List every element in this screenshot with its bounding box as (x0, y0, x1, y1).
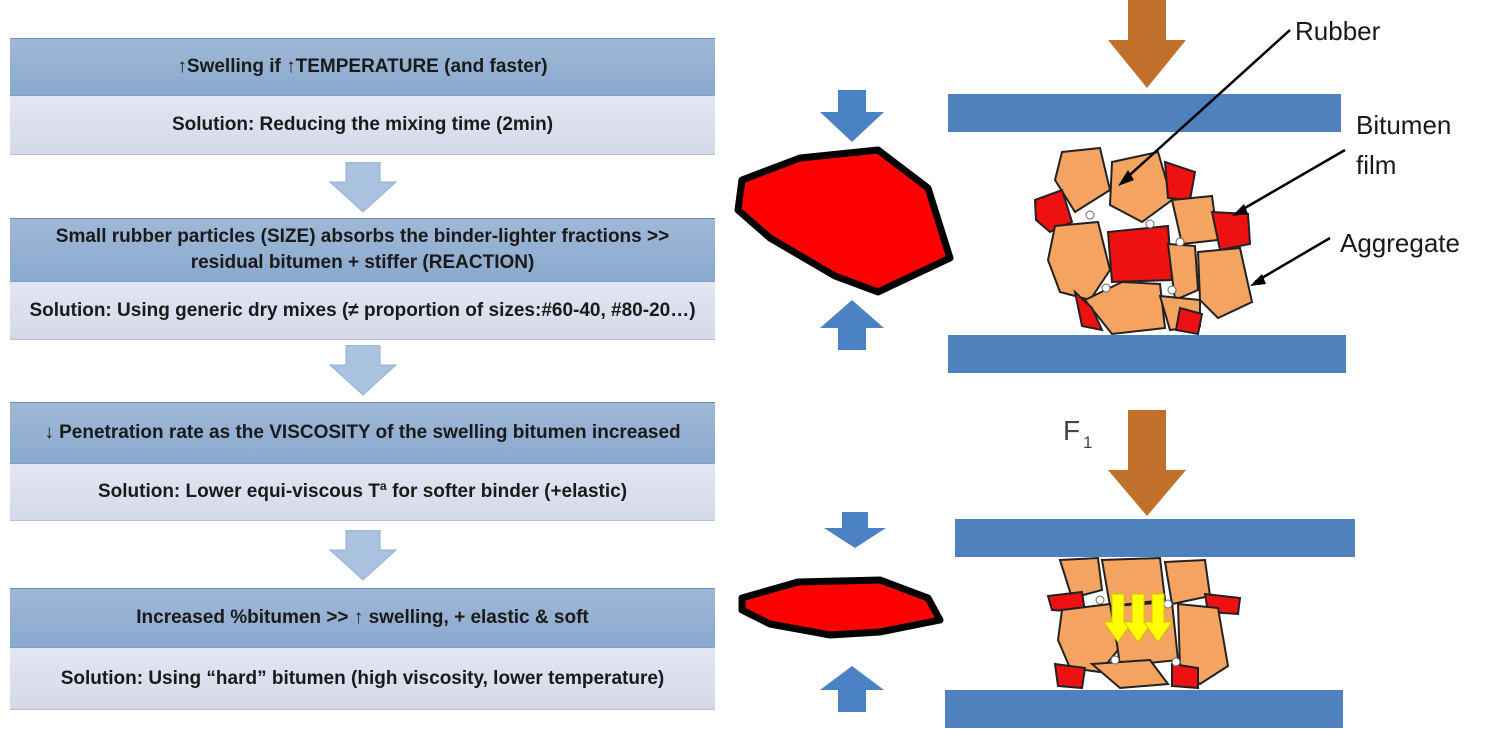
step-2-issue: Small rubber particles (SIZE) absorbs th… (10, 218, 715, 282)
rubber-leader-arrowhead (1118, 170, 1134, 186)
step-4-solution-text: Solution: Using “hard” bitumen (high vis… (60, 667, 665, 689)
compress-arrow-up-top (820, 300, 884, 350)
lower-plate-bottom (945, 690, 1343, 728)
label-aggregate: Aggregate (1340, 228, 1460, 258)
aggregate-cluster-top (1033, 146, 1254, 336)
bitumen-leader-line (1237, 148, 1346, 214)
compress-arrow-up-bottom (820, 666, 884, 712)
rubber-leader-line (1121, 29, 1291, 183)
step-3-issue-text: ↓ Penetration rate as the VISCOSITY of t… (44, 422, 681, 444)
step-3-solution-text: Solution: Lower equi-viscous Tª for soft… (97, 481, 628, 503)
force-arrow-bottom (1108, 410, 1186, 516)
lower-plate-top (948, 335, 1346, 373)
step-1-solution-text: Solution: Reducing the mixing time (2min… (171, 114, 554, 136)
step-2-solution-text: Solution: Using generic dry mixes (≠ pro… (29, 299, 696, 321)
rubber-particle-swollen (734, 146, 954, 296)
down-arrow-2 (328, 345, 398, 396)
bitumen-leader-arrowhead (1232, 204, 1248, 216)
force-arrow-top (1108, 0, 1186, 88)
step-4-issue-text: Increased %bitumen >> ↑ swelling, + elas… (136, 607, 589, 629)
aggregate-cluster-bottom (1046, 556, 1242, 690)
compress-arrow-down-top (820, 90, 884, 142)
step-1-issue: ↑Swelling if ↑TEMPERATURE (and faster) (10, 38, 715, 96)
upper-plate-bottom (955, 519, 1355, 557)
down-arrow-1 (328, 162, 398, 213)
compress-arrow-down-bottom (824, 512, 886, 548)
upper-plate-top (948, 94, 1341, 132)
yellow-pressure-arrows (1103, 593, 1173, 643)
rubber-particle-flattened (738, 576, 944, 639)
step-1-issue-text: ↑Swelling if ↑TEMPERATURE (and faster) (177, 56, 548, 78)
aggregate-leader-arrowhead (1250, 274, 1266, 286)
label-rubber: Rubber (1295, 16, 1381, 46)
label-bitumen-line1: Bitumen (1356, 110, 1451, 140)
step-2-issue-text: Small rubber particles (SIZE) absorbs th… (55, 226, 670, 273)
label-bitumen-line2: film (1356, 150, 1396, 180)
step-3-issue: ↓ Penetration rate as the VISCOSITY of t… (10, 402, 715, 464)
step-2-solution: Solution: Using generic dry mixes (≠ pro… (10, 282, 715, 340)
label-force-subscript: 1 (1083, 433, 1092, 452)
flowchart: ↑Swelling if ↑TEMPERATURE (and faster) S… (0, 0, 730, 730)
down-arrow-3 (328, 530, 398, 581)
step-3-solution: Solution: Lower equi-viscous Tª for soft… (10, 464, 715, 521)
aggregate-leader-line (1254, 236, 1331, 284)
step-4-solution: Solution: Using “hard” bitumen (high vis… (10, 648, 715, 710)
step-1-solution: Solution: Reducing the mixing time (2min… (10, 96, 715, 155)
step-4-issue: Increased %bitumen >> ↑ swelling, + elas… (10, 588, 715, 648)
label-force: F (1063, 415, 1080, 446)
